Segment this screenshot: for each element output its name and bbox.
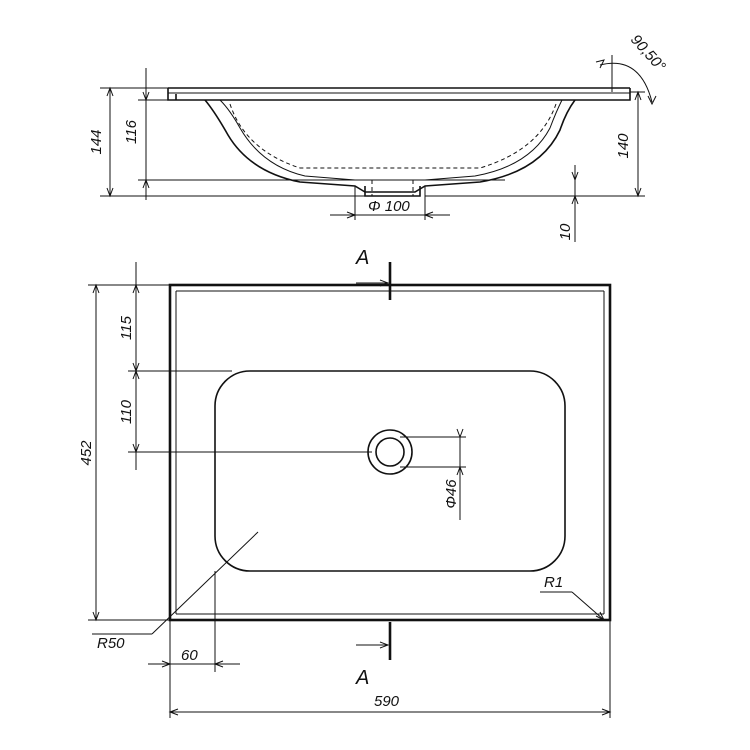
side-view: 144 116 140 90,50° Φ 100 10 <box>88 31 669 242</box>
bowl-outline <box>214 370 566 572</box>
side-bowl-outer <box>204 99 576 193</box>
dim-total-height: 144 <box>88 129 105 154</box>
dim-edge-angle: 90,50° <box>627 31 669 75</box>
section-label-top: A <box>355 247 369 269</box>
side-slab-outline <box>167 87 631 101</box>
dim-corner-radius-bowl: R50 <box>97 635 125 652</box>
side-drain <box>364 186 421 197</box>
dim-right-height: 140 <box>615 133 632 159</box>
angle-arc <box>599 62 653 103</box>
dim-bowl-height: 116 <box>123 119 140 144</box>
side-bowl-inner <box>219 99 563 181</box>
dim-drain-offset: 110 <box>118 399 135 424</box>
dim-side-offset: 60 <box>181 647 198 664</box>
dim-depth: 452 <box>78 440 95 466</box>
drain-inner <box>375 437 405 467</box>
section-label-bottom: A <box>355 667 369 689</box>
dim-drain-depth: 10 <box>557 223 574 240</box>
top-view: A A 452 115 110 Φ46 R50 <box>78 247 612 718</box>
dim-corner-radius-outer: R1 <box>544 574 563 591</box>
dim-drain-diameter: Φ 100 <box>368 198 410 215</box>
dim-top-offset: 115 <box>118 315 135 340</box>
dim-drain-diameter-top: Φ46 <box>443 479 460 509</box>
dim-width: 590 <box>374 693 400 710</box>
